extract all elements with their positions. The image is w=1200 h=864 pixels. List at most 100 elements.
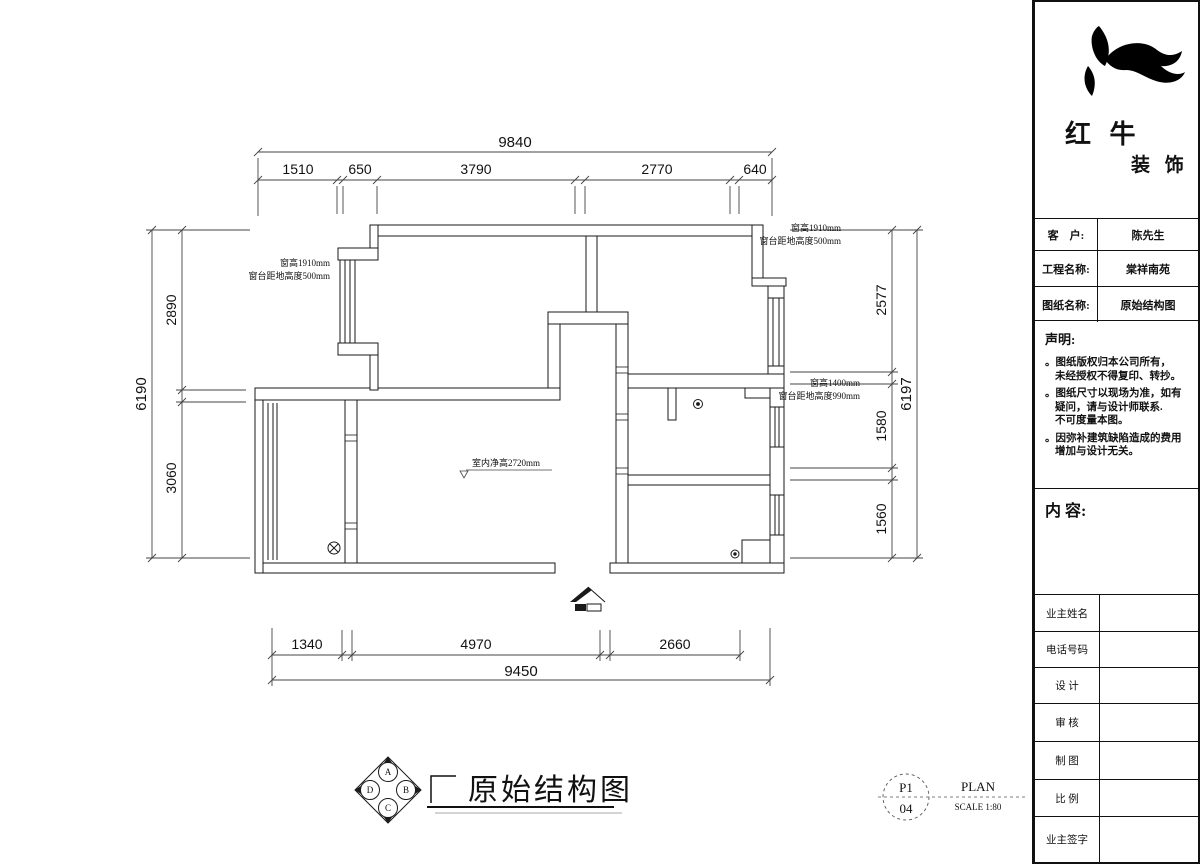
- drafter-label: 制 图: [1035, 742, 1100, 779]
- drawing-title-area: A B C D 原始结构图: [354, 756, 633, 824]
- info-row-project: 工程名称: 棠祥南苑: [1035, 250, 1198, 286]
- dim-bottom-seg: 4970: [460, 636, 491, 652]
- project-name-value: 棠祥南苑: [1126, 263, 1170, 276]
- client-value: 陈先生: [1131, 229, 1165, 242]
- window-bathroom: [769, 407, 785, 447]
- dim-left-seg: 2890: [163, 294, 179, 325]
- sheet-stamp: P1 04 PLAN SCALE 1:80: [878, 773, 1028, 821]
- walls: [254, 224, 787, 574]
- info-row-client: 客 户: 陈先生: [1035, 219, 1198, 250]
- stamp-scale-label: SCALE 1:80: [955, 802, 1002, 812]
- statement-line: 增加与设计无关。: [1055, 446, 1139, 457]
- balcony-window-left: [262, 403, 278, 560]
- owner-signature-field: [1100, 817, 1198, 862]
- sheet-name-label: 图纸名称:: [1035, 287, 1098, 322]
- signature-table: 业主姓名 电话号码 设 计 审 核 制 图 比 例 业主签字: [1035, 594, 1198, 862]
- dim-right-seg: 1560: [873, 503, 889, 534]
- wall-joint-ticks: [345, 366, 628, 530]
- stamp-type-label: PLAN: [961, 779, 996, 794]
- designer-label: 设 计: [1035, 668, 1100, 703]
- company-name-sub: 装 饰: [1131, 155, 1189, 176]
- project-info-table: 客 户: 陈先生 工程名称: 棠祥南苑 图纸名称: 原始结构图: [1035, 218, 1198, 322]
- sheet-name-value: 原始结构图: [1120, 299, 1176, 312]
- dim-left-seg: 3060: [163, 462, 179, 493]
- reviewer-label: 审 核: [1035, 704, 1100, 741]
- project-name-label: 工程名称:: [1035, 251, 1098, 286]
- window-note: 窗高1910mm: [280, 257, 330, 268]
- floor-drain-icon: [327, 541, 341, 555]
- client-label: 客 户:: [1035, 219, 1098, 250]
- dim-right-seg: 1580: [873, 410, 889, 441]
- plan-annotations: 窗高1910mm 窗台距地高度500mm 窗高1910mm 窗台距地高度500m…: [248, 222, 860, 479]
- content-section: 内 容:: [1035, 488, 1198, 594]
- dim-left-overall: 6190: [133, 377, 150, 410]
- scale-label: 比 例: [1035, 780, 1100, 816]
- window-note: 窗高1400mm: [810, 377, 860, 388]
- sign-row-scale: 比 例: [1035, 779, 1198, 816]
- exhaust-fan-icon: [693, 399, 703, 409]
- drafter-field: [1100, 742, 1198, 779]
- window-hatches: [262, 260, 785, 560]
- owner-name-label: 业主姓名: [1035, 595, 1100, 631]
- exhaust-fan-icon: [730, 549, 740, 559]
- dim-bottom-seg: 2660: [659, 636, 690, 652]
- sign-row-designer: 设 计: [1035, 667, 1198, 703]
- entrance-door-icon: [570, 586, 606, 612]
- dimension-lines: 9840 1510 650 3790 2770 640 1340 4970 26…: [133, 134, 923, 686]
- svg-text:C: C: [385, 803, 391, 813]
- window-note: 窗高1910mm: [791, 222, 841, 233]
- company-logo-area: 红 牛 装 饰: [1035, 2, 1198, 218]
- ceiling-height-note: 室内净高2720mm: [472, 457, 540, 468]
- dim-top-overall: 9840: [498, 134, 531, 151]
- sign-row-phone: 电话号码: [1035, 631, 1198, 667]
- window-note: 窗台距地高度990mm: [778, 390, 860, 401]
- sign-row-drafter: 制 图: [1035, 741, 1198, 779]
- statement-line: 。图纸版权归本公司所有，: [1045, 357, 1171, 368]
- statement-line: 未经授权不得复印、转抄。: [1055, 370, 1181, 382]
- drawing-title: 原始结构图: [468, 774, 633, 807]
- sheet-number-bottom: 04: [900, 801, 914, 816]
- svg-text:B: B: [403, 785, 409, 795]
- statement-section: 声明: 。图纸版权归本公司所有， 未经授权不得复印、转抄。 。图纸尺寸以现场为准…: [1035, 320, 1198, 488]
- statement-line: 不可度量本图。: [1055, 415, 1129, 426]
- phone-field: [1100, 632, 1198, 667]
- sign-row-reviewer: 审 核: [1035, 703, 1198, 741]
- bay-window-left: [339, 260, 356, 343]
- window-bottom-right: [769, 495, 785, 535]
- reviewer-field: [1100, 704, 1198, 741]
- dim-bottom-overall: 9450: [504, 663, 537, 680]
- window-top-right: [767, 298, 785, 366]
- dim-bottom-seg: 1340: [291, 636, 322, 652]
- floor-plan-sheet: 9840 1510 650 3790 2770 640 1340 4970 26…: [133, 134, 1028, 824]
- phone-label: 电话号码: [1035, 632, 1100, 667]
- statement-title: 声明:: [1045, 332, 1076, 347]
- window-note: 窗台距地高度500mm: [248, 270, 330, 281]
- dim-top-seg: 1510: [282, 161, 313, 177]
- designer-field: [1100, 668, 1198, 703]
- info-row-sheet: 图纸名称: 原始结构图: [1035, 286, 1198, 322]
- svg-text:D: D: [367, 785, 374, 795]
- sign-row-owner-name: 业主姓名: [1035, 595, 1198, 631]
- svg-text:A: A: [385, 767, 392, 777]
- dim-top-seg: 3790: [460, 161, 491, 177]
- dim-top-seg: 640: [743, 161, 767, 177]
- company-logo-icon: [1084, 26, 1185, 96]
- owner-name-field: [1100, 595, 1198, 631]
- dim-right-seg: 2577: [873, 284, 889, 315]
- statement-line: 。图纸尺寸以现场为准，如有: [1045, 388, 1182, 399]
- scale-field: [1100, 780, 1198, 816]
- content-label: 内 容:: [1045, 503, 1087, 520]
- leader-marker: [459, 470, 469, 479]
- dim-right-overall: 6197: [898, 377, 915, 410]
- statement-line: 。因弥补建筑缺陷造成的费用: [1045, 432, 1182, 444]
- statement-line: 疑问，请与设计师联系.: [1055, 401, 1163, 413]
- sign-row-owner-signature: 业主签字: [1035, 816, 1198, 862]
- company-name: 红 牛: [1065, 120, 1142, 149]
- window-note: 窗台距地高度500mm: [759, 235, 841, 246]
- dim-top-seg: 650: [348, 161, 372, 177]
- dim-top-seg: 2770: [641, 161, 672, 177]
- plan-symbols: [327, 399, 740, 612]
- title-block-panel: 红 牛 装 饰 客 户: 陈先生 工程名称: 棠祥南苑 图纸名称: 原始结构图 …: [1032, 0, 1200, 864]
- compass-icon: A B C D: [354, 756, 422, 824]
- owner-signature-label: 业主签字: [1035, 817, 1100, 862]
